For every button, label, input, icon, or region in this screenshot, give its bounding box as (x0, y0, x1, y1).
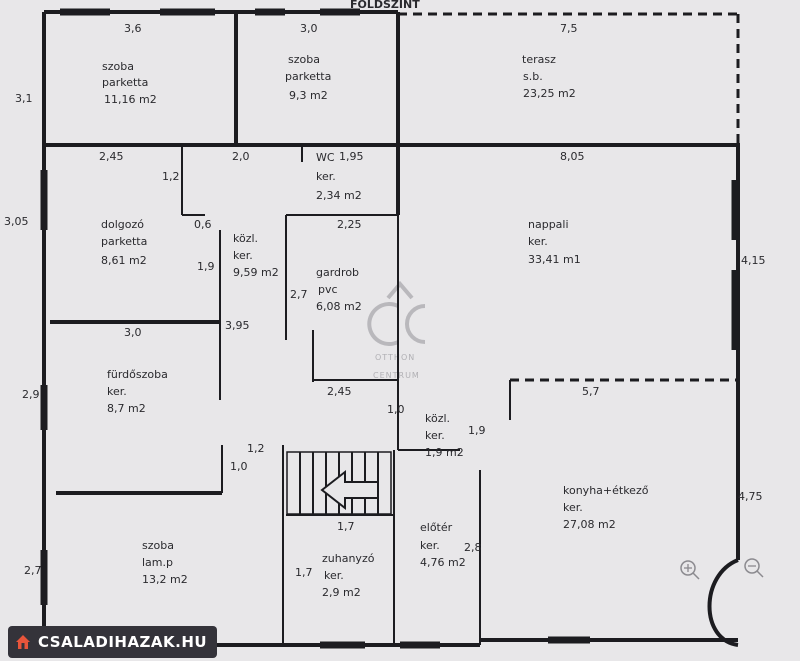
room-kozl2-area: 1,9 m2 (425, 446, 464, 459)
dimension-label: 1,0 (387, 403, 405, 416)
dimension-label: 1,2 (247, 442, 265, 455)
room-furdoszoba-area: 8,7 m2 (107, 402, 146, 415)
house-icon (16, 635, 30, 649)
room-wc-area: 2,34 m2 (316, 189, 362, 202)
watermark-line2: CENTRUM (373, 371, 420, 380)
room-konyha-area: 27,08 m2 (563, 518, 616, 531)
dimension-label: 2,7 (24, 564, 42, 577)
room-szoba3-area: 13,2 m2 (142, 573, 188, 586)
dimension-label: 3,1 (15, 92, 33, 105)
room-eloter-area: 4,76 m2 (420, 556, 466, 569)
room-labels: szoba parketta 11,16 m2 szoba parketta 9… (101, 53, 649, 599)
room-wc-floor: ker. (316, 170, 336, 183)
room-wc-name: WC (316, 151, 335, 164)
zoom-in-icon[interactable] (680, 560, 700, 580)
room-gardrob-name: gardrob (316, 266, 359, 279)
room-gardrob-area: 6,08 m2 (316, 300, 362, 313)
dimension-label: 5,7 (582, 385, 600, 398)
watermark-monogram-c2 (405, 304, 426, 344)
room-zuhanyzo-area: 2,9 m2 (322, 586, 361, 599)
room-szoba3-name: szoba (142, 539, 174, 552)
dimension-label: 2,25 (337, 218, 362, 231)
staircase (286, 451, 392, 515)
room-dolgozo-floor: parketta (101, 235, 147, 248)
room-nappali-name: nappali (528, 218, 569, 231)
dimension-label: 2,45 (99, 150, 124, 163)
room-szoba1-floor: parketta (102, 76, 148, 89)
dimension-label: 2,7 (290, 288, 308, 301)
room-kozl1-name: közl. (233, 232, 258, 245)
dimension-label: 1,9 (197, 260, 215, 273)
site-logo[interactable]: CSALADIHAZAK.HU (8, 626, 218, 658)
watermark-roof (386, 280, 414, 300)
room-szoba1-name: szoba (102, 60, 134, 73)
room-dolgozo-area: 8,61 m2 (101, 254, 147, 267)
room-szoba2-floor: parketta (285, 70, 331, 83)
room-konyha-floor: ker. (563, 501, 583, 514)
dimension-label: 3,0 (300, 22, 318, 35)
zoom-out-icon[interactable] (744, 558, 764, 578)
room-furdoszoba-name: fürdőszoba (107, 368, 168, 381)
watermark-monogram-c1 (367, 302, 399, 346)
room-szoba2-area: 9,3 m2 (289, 89, 328, 102)
watermark: OTTHON CENTRUM (367, 280, 426, 380)
dimension-label: 1,2 (162, 170, 180, 183)
room-zuhanyzo-name: zuhanyzó (322, 552, 375, 565)
room-kozl2-floor: ker. (425, 429, 445, 442)
dimension-label: 2,0 (232, 150, 250, 163)
dimension-label: 1,0 (230, 460, 248, 473)
room-kozl2-name: közl. (425, 412, 450, 425)
room-konyha-name: konyha+étkező (563, 484, 649, 497)
wall-bay (707, 558, 739, 647)
room-szoba1-area: 11,16 m2 (104, 93, 157, 106)
room-szoba3-floor: lam.p (142, 556, 173, 569)
room-furdoszoba-floor: ker. (107, 385, 127, 398)
dimension-label: 2,8 (464, 541, 482, 554)
room-nappali-floor: ker. (528, 235, 548, 248)
site-logo-text: CSALADIHAZAK.HU (38, 633, 208, 651)
room-dolgozo-name: dolgozó (101, 218, 144, 231)
stairs-direction-arrow-icon (320, 469, 379, 511)
room-kozl1-area: 9,59 m2 (233, 266, 279, 279)
dimension-label: 3,0 (124, 326, 142, 339)
room-terasz-floor: s.b. (523, 70, 543, 83)
dimension-label: 3,05 (4, 215, 29, 228)
windows (40, 8, 739, 649)
floor-label: FÖLDSZINT (350, 0, 420, 11)
room-eloter-floor: ker. (420, 539, 440, 552)
dimension-label: 1,9 (468, 424, 486, 437)
dimension-label: 1,7 (337, 520, 355, 533)
dimension-label: 2,45 (327, 385, 352, 398)
room-terasz-area: 23,25 m2 (523, 87, 576, 100)
dimension-label: 1,7 (295, 566, 313, 579)
dimension-label: 8,05 (560, 150, 585, 163)
room-zuhanyzo-floor: ker. (324, 569, 344, 582)
dimension-label: 1,95 (339, 150, 364, 163)
room-eloter-name: előtér (420, 521, 453, 534)
dimension-label: 2,9 (22, 388, 40, 401)
room-kozl1-floor: ker. (233, 249, 253, 262)
room-terasz-name: terasz (522, 53, 556, 66)
dimension-labels: 3,6 3,0 7,5 3,1 2,45 2,0 1,95 8,05 1,2 0… (4, 22, 766, 579)
watermark-line1: OTTHON (375, 353, 415, 362)
dimension-label: 0,6 (194, 218, 212, 231)
dimension-label: 3,6 (124, 22, 142, 35)
room-nappali-area: 33,41 m1 (528, 253, 581, 266)
dimension-label: 4,15 (741, 254, 766, 267)
dimension-label: 7,5 (560, 22, 578, 35)
room-gardrob-floor: pvc (318, 283, 338, 296)
dimension-label: 3,95 (225, 319, 250, 332)
room-szoba2-name: szoba (288, 53, 320, 66)
dimension-label: 4,75 (738, 490, 763, 503)
